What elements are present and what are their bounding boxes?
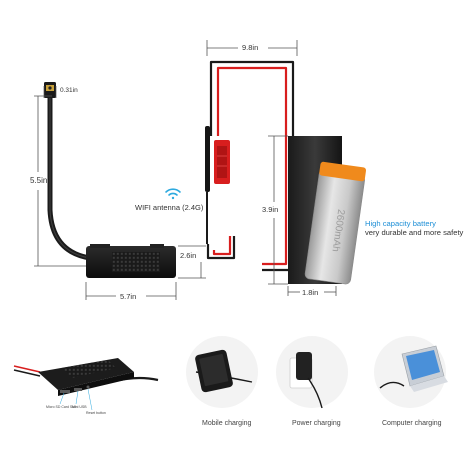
dimension-line-cable-height xyxy=(34,95,90,267)
label-module-width: 5.7in xyxy=(120,292,137,301)
dimension-line-cable-width xyxy=(206,40,298,56)
device-photo xyxy=(13,358,159,411)
dimension-line-battery-height xyxy=(268,135,288,285)
caption-mobile-charging: Mobile charging xyxy=(202,420,252,427)
camera-module-body xyxy=(86,244,176,278)
camera-ribbon-cable xyxy=(47,93,93,261)
battery-subline: very durable and more safety xyxy=(365,228,464,237)
laptop-icon xyxy=(374,336,448,408)
label-lens-width: 0.31in xyxy=(60,87,78,94)
label-battery-height: 3.9in xyxy=(262,205,279,214)
smartphone-icon xyxy=(186,336,258,408)
camera-lens-icon xyxy=(44,82,56,98)
caption-power-charging: Power charging xyxy=(292,420,341,427)
wifi-icon xyxy=(165,188,181,200)
power-wires xyxy=(206,60,295,272)
battery-cell: 2600mAh xyxy=(304,161,367,285)
port-label-sd-slot: Micro SD Card Slot xyxy=(46,405,76,409)
dimension-line-module-height xyxy=(178,245,206,279)
label-cable-height: 5.5in xyxy=(30,176,48,185)
wifi-antenna-label: WIFI antenna (2.4G) xyxy=(135,203,204,212)
red-jst-connector xyxy=(214,140,230,184)
label-cable-width: 9.8in xyxy=(242,43,259,52)
battery-headline: High capacity battery xyxy=(365,219,436,228)
wall-adapter-icon xyxy=(276,336,348,409)
port-label-reset: Reset button xyxy=(86,411,106,415)
wifi-antenna xyxy=(205,126,210,244)
label-module-height: 2.6in xyxy=(180,251,197,260)
dimension-line-module-width xyxy=(85,282,177,300)
dimension-line-battery-depth xyxy=(287,286,337,296)
port-label-mini-usb: Mini USB xyxy=(72,405,87,409)
label-battery-depth: 1.8in xyxy=(302,288,319,297)
caption-computer-charging: Computer charging xyxy=(382,420,442,427)
